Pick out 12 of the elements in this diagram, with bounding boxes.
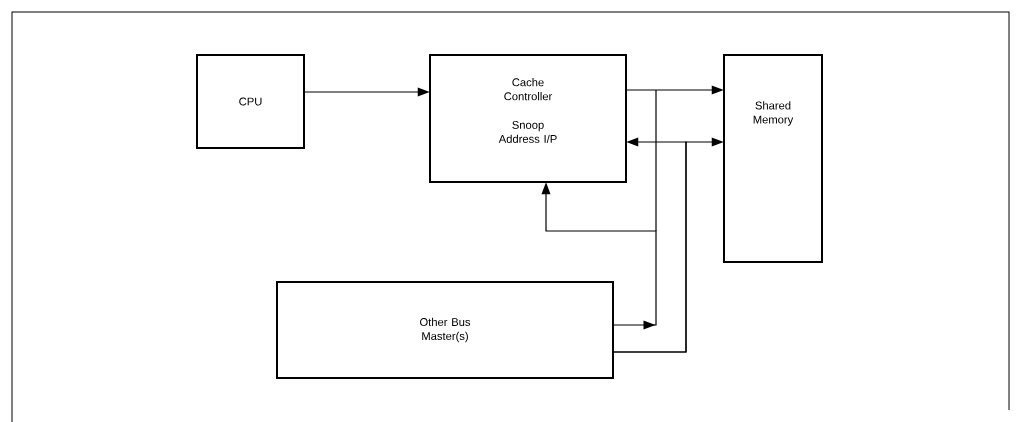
block-box: [723, 54, 823, 263]
block-box: [196, 54, 305, 149]
box-label: Other Bus Master(s): [420, 317, 471, 343]
arrow: [304, 87, 430, 97]
box-label: CPU: [239, 97, 262, 106]
arrow: [541, 182, 657, 330]
box-label: Shared Memory: [753, 101, 794, 126]
arrow: [613, 137, 724, 353]
block-box: [276, 281, 614, 379]
arrow: [626, 85, 724, 232]
box-label: Cache Controller Snoop Address I/P: [498, 78, 557, 143]
block-box: [429, 54, 627, 183]
